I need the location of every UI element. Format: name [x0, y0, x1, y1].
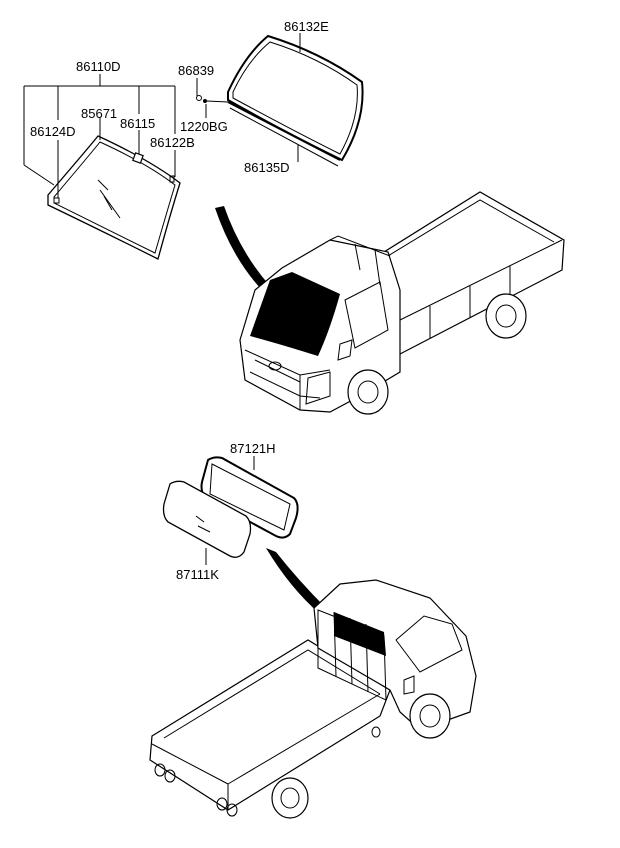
front-glass-assy — [47, 135, 181, 260]
label-86122b: 86122B — [150, 135, 195, 150]
molding-clip-icon — [196, 95, 229, 103]
molding-strip — [227, 101, 341, 167]
label-1220bg: 1220BG — [180, 119, 228, 134]
corner-seal-icon — [53, 175, 175, 204]
label-86135d: 86135D — [244, 160, 290, 175]
label-86115: 86115 — [120, 116, 155, 131]
label-85671: 85671 — [81, 106, 117, 121]
lower-truck-illustration — [149, 548, 477, 819]
label-86110d: 86110D — [76, 59, 121, 74]
label-86839: 86839 — [178, 63, 214, 78]
label-87121h: 87121H — [230, 441, 276, 456]
bracket-icon — [132, 152, 144, 164]
label-86132e: 86132E — [284, 19, 329, 34]
rear-glass-part — [162, 480, 252, 558]
windshield-upper-part — [227, 34, 364, 162]
upper-truck-illustration — [215, 191, 565, 415]
label-86124d: 86124D — [30, 124, 76, 139]
label-87111k: 87111K — [176, 567, 219, 582]
